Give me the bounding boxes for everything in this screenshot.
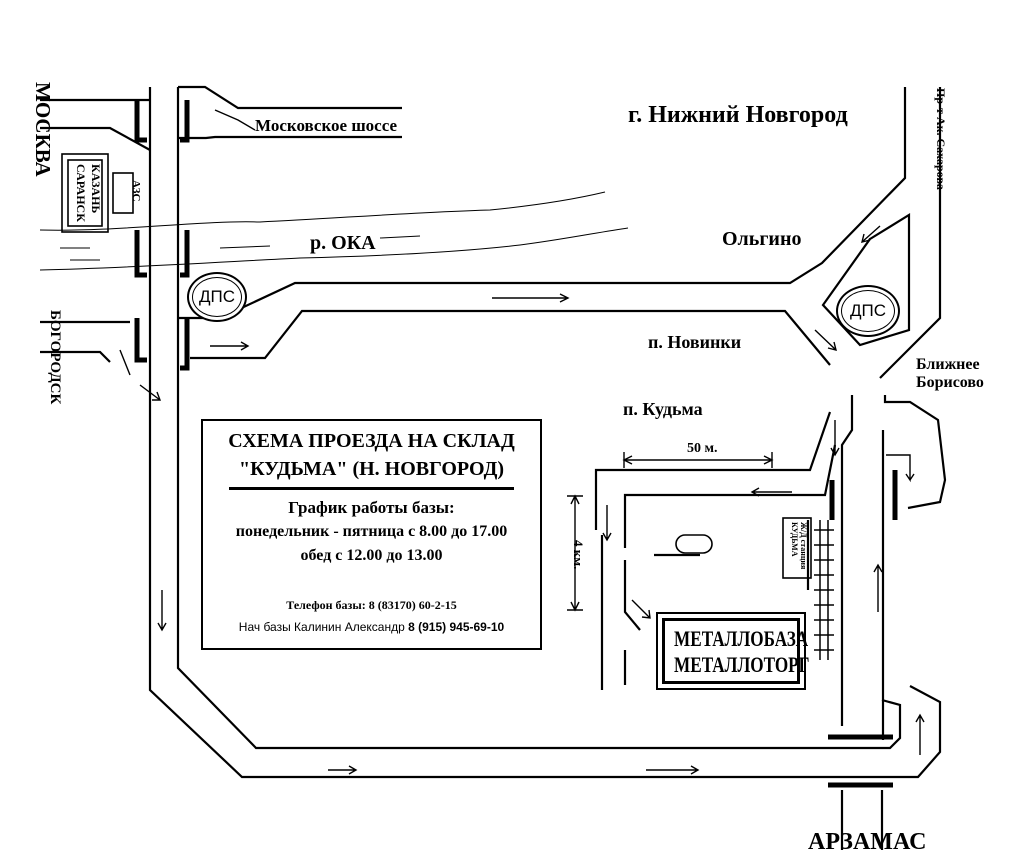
sakharova-label: Пр-т Ак. Сахарова	[934, 88, 948, 190]
measure-horizontal-line	[622, 452, 774, 468]
schedule-title: График работы базы:	[288, 498, 455, 517]
river-label: р. ОКА	[310, 232, 376, 254]
rail-station-label-2: КУДЬМА	[790, 522, 799, 557]
moscow-highway-label: Московское шоссе	[255, 116, 398, 135]
blizhnee-label-1: Ближнее	[916, 356, 980, 373]
schedule-lunch: обед с 12.00 до 13.00	[300, 547, 443, 564]
azs-label: АЗС	[130, 180, 142, 202]
bogorodsk-label: БОГОРОДСК	[47, 310, 63, 405]
measure-horizontal-label: 50 м.	[687, 441, 718, 456]
moskva-label: МОСКВА	[31, 82, 55, 177]
destination-line1: МЕТАЛЛОБАЗА	[674, 626, 809, 651]
arzamas-label: АРЗАМАС	[808, 829, 927, 855]
rail-station-label-1: Ж/Д станция	[799, 522, 808, 570]
rail-station-sign	[782, 517, 812, 579]
novinki-label: п. Новинки	[648, 332, 742, 352]
city-title: г. Нижний Новгород	[628, 102, 848, 128]
info-title-line1: СХЕМА ПРОЕЗДА НА СКЛАД	[228, 430, 515, 452]
dps-right-label: ДПС	[849, 301, 886, 320]
road-left-outer	[148, 87, 942, 779]
blizhnee-label-2: Борисово	[916, 374, 984, 391]
kazan-label: КАЗАНЬ	[89, 164, 103, 214]
destination-sign: МЕТАЛЛОБАЗА МЕТАЛЛОТОРГ	[656, 612, 810, 690]
measure-vertical-line	[567, 494, 583, 612]
info-divider	[229, 487, 514, 490]
road-novinki-lower	[190, 309, 831, 366]
phone-line: Телефон базы: 8 (83170) 60-2-15	[286, 598, 457, 612]
road-left-inner	[176, 87, 902, 750]
azs-sign	[112, 172, 134, 214]
saransk-label: САРАНСК	[74, 164, 88, 222]
road-moscow-upper	[178, 85, 402, 110]
head-phone: 8 (915) 945-69-10	[408, 620, 505, 634]
kazan-sign	[61, 153, 109, 233]
road-moscow-lower	[178, 135, 402, 140]
dps-left-label: ДПС	[198, 287, 235, 306]
river-oka-lower	[39, 227, 629, 271]
dps-post-right: ДПС	[836, 285, 900, 337]
schedule-days: понедельник - пятница с 8.00 до 17.00	[235, 523, 508, 540]
measure-vertical-label: 4 км.	[571, 540, 586, 570]
destination-line2: МЕТАЛЛОТОРГ	[674, 652, 810, 677]
info-title-line2: "КУДЬМА" (Н. НОВГОРОД)	[239, 458, 504, 480]
river-oka-upper	[39, 191, 606, 231]
head-line: Нач базы Калинин Александр 8 (915) 945-6…	[203, 621, 540, 633]
head-label: Нач базы Калинин Александр	[238, 620, 405, 634]
info-box: СХЕМА ПРОЕЗДА НА СКЛАД "КУДЬМА" (Н. НОВГ…	[201, 419, 542, 650]
olgino-label: Ольгино	[722, 228, 802, 250]
kudma-label: п. Кудьма	[623, 399, 703, 419]
dps-post-left: ДПС	[187, 272, 247, 322]
weigh-station	[675, 534, 713, 554]
